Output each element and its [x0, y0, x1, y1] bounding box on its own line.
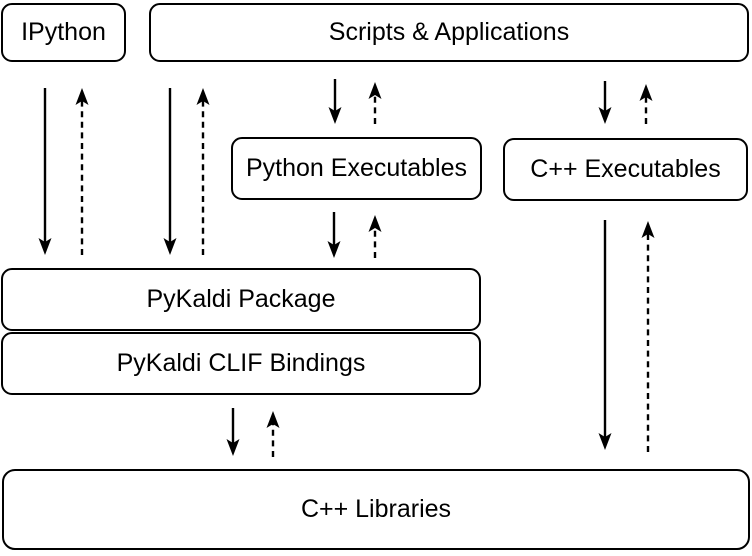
- arrow-dashed-cpp-libraries-to-pykaldi-clif-bindings: [266, 411, 280, 457]
- arrow-solid-scripts-applications-to-python-executables: [328, 79, 342, 124]
- node-ipython: IPython: [1, 3, 126, 62]
- arrow-solid-scripts-applications-to-pykaldi-package: [163, 88, 177, 255]
- node-pykaldi-package-label: PyKaldi Package: [146, 285, 336, 313]
- node-pykaldi-clif-bindings-label: PyKaldi CLIF Bindings: [116, 349, 366, 377]
- arrow-dashed-python-executables-to-scripts-applications: [368, 82, 382, 124]
- arrow-solid-scripts-applications-to-cpp-executables: [598, 81, 612, 124]
- arrow-dashed-pykaldi-package-to-ipython: [75, 88, 89, 255]
- arrow-solid-ipython-to-pykaldi-package: [38, 88, 52, 255]
- node-python-executables: Python Executables: [231, 137, 482, 200]
- node-python-executables-label: Python Executables: [246, 154, 467, 182]
- node-scripts-applications: Scripts & Applications: [149, 3, 749, 62]
- node-cpp-libraries: C++ Libraries: [2, 469, 750, 550]
- node-pykaldi-package: PyKaldi Package: [1, 268, 481, 331]
- node-cpp-libraries-label: C++ Libraries: [300, 495, 452, 523]
- node-cpp-executables: C++ Executables: [503, 138, 748, 201]
- arrow-solid-pykaldi-clif-bindings-to-cpp-libraries: [226, 408, 240, 456]
- node-scripts-applications-label: Scripts & Applications: [328, 18, 570, 46]
- arrow-solid-python-executables-to-pykaldi-package: [327, 212, 341, 258]
- arrow-dashed-pykaldi-package-to-python-executables: [368, 215, 382, 258]
- arrow-dashed-cpp-libraries-to-cpp-executables: [641, 221, 655, 452]
- arrow-dashed-pykaldi-package-to-scripts-applications: [196, 88, 210, 255]
- node-ipython-label: IPython: [21, 18, 106, 46]
- arrow-solid-cpp-executables-to-cpp-libraries: [598, 220, 612, 450]
- node-cpp-executables-label: C++ Executables: [530, 155, 721, 183]
- node-pykaldi-clif-bindings: PyKaldi CLIF Bindings: [1, 332, 481, 395]
- arrow-dashed-cpp-executables-to-scripts-applications: [639, 84, 653, 124]
